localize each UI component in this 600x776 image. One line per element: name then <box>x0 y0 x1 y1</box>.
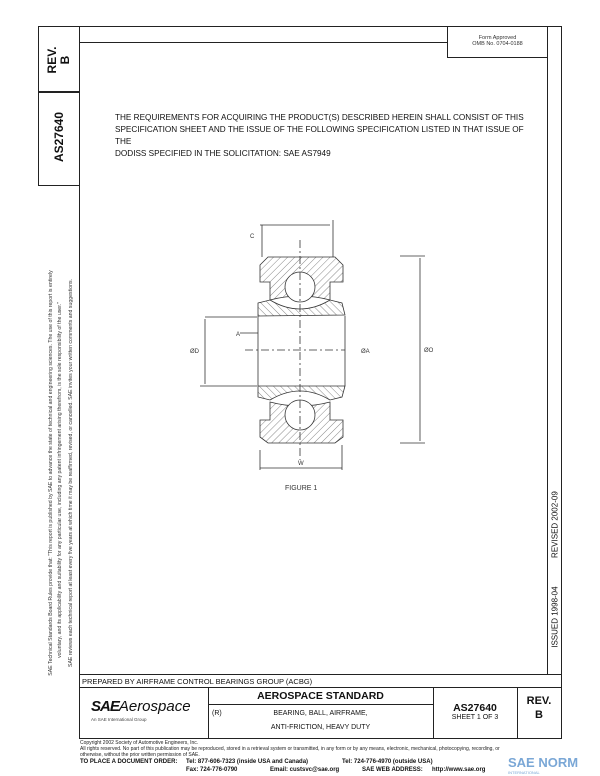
side-rev-value: B <box>58 55 72 65</box>
form-approved-line1: Form Approved <box>478 35 517 41</box>
standard-heading: AEROSPACE STANDARD <box>257 690 384 702</box>
requirements-line: THE REQUIREMENTS FOR ACQUIRING THE PRODU… <box>115 113 524 122</box>
registered-mark: (R) <box>212 710 222 717</box>
label-c: C <box>250 234 255 240</box>
requirements-line: SPECIFICATION SHEET AND THE ISSUE OF THE… <box>115 125 524 146</box>
label-a: A <box>236 332 240 338</box>
rights-line-2: otherwise, without the prior written per… <box>80 752 200 758</box>
prepared-by: PREPARED BY AIRFRAME CONTROL BEARINGS GR… <box>82 677 313 686</box>
logo-tagline: An SAE International Group <box>91 717 147 722</box>
top-rule <box>79 42 448 43</box>
doc-number: AS27640 <box>453 702 497 714</box>
issued-date: ISSUED 1998-04 <box>550 586 560 648</box>
sae-logo: SAE <box>91 698 120 715</box>
email: Email: custsvc@sae.org <box>270 767 340 773</box>
tel-intl: Tel: 724-776-4970 (outside USA) <box>342 759 433 765</box>
label-left-dia: ØD <box>190 349 200 355</box>
figure-caption: FIGURE 1 <box>285 485 317 492</box>
requirements-text: THE REQUIREMENTS FOR ACQUIRING THE PRODU… <box>115 112 535 160</box>
rev-cell: REV. B <box>517 688 561 738</box>
bearing-drawing: C A ØD ØA ØO W FIGURE 1 <box>190 220 434 492</box>
copyright: Copyright 2002 Society of Automotive Eng… <box>80 740 199 746</box>
web-label: SAE WEB ADDRESS: <box>362 767 423 773</box>
order-label: TO PLACE A DOCUMENT ORDER: <box>80 759 178 765</box>
title-line-2: ANTI-FRICTION, HEAVY DUTY <box>270 724 371 731</box>
aerospace-logo: Aerospace <box>118 698 191 715</box>
side-docnum-box: AS27640 <box>38 91 80 186</box>
dates: ISSUED 1998-04 REVISED 2002-09 <box>551 475 560 665</box>
order-info: TO PLACE A DOCUMENT ORDER: Tel: 877-606-… <box>80 759 500 774</box>
tel-us: Tel: 877-606-7323 (inside USA and Canada… <box>186 759 309 765</box>
fax: Fax: 724-776-0790 <box>186 767 238 773</box>
title-line-1: BEARING, BALL, AIRFRAME, <box>273 710 368 717</box>
prepared-row: PREPARED BY AIRFRAME CONTROL BEARINGS GR… <box>79 674 562 688</box>
standard-heading-cell: AEROSPACE STANDARD <box>208 688 434 705</box>
form-approved-line2: OMB No. 0704-0188 <box>472 41 523 47</box>
title-block <box>79 687 562 739</box>
revised-date: REVISED 2002-09 <box>550 491 560 558</box>
side-note-2: voluntary, and its applicability and sui… <box>57 302 63 658</box>
label-right-dia: ØO <box>424 348 434 354</box>
inner-ring-top <box>257 299 346 317</box>
side-rev-box: REV. B <box>38 26 80 93</box>
rights-line-1: All rights reserved. No part of this pub… <box>80 746 500 752</box>
label-w: W <box>298 461 304 467</box>
inner-ring-bottom <box>257 385 346 401</box>
footer: Copyright 2002 Society of Automotive Eng… <box>80 740 560 758</box>
rev-label: REV. <box>526 695 552 707</box>
logo-cell: SAEAerospace An SAE International Group <box>79 688 209 738</box>
title-cell: (R) BEARING, BALL, AIRFRAME, ANTI-FRICTI… <box>208 705 434 738</box>
sae-norm-watermark: SAE NORM <box>508 756 578 769</box>
side-doc-number: AS27640 <box>52 111 66 163</box>
rev-value: B <box>535 709 543 721</box>
requirements-line: DODISS SPECIFIED IN THE SOLICITATION: SA… <box>115 149 331 158</box>
side-note-1: SAE Technical Standards Board Rules prov… <box>48 270 54 676</box>
watermark-sub: INTERNATIONAL <box>508 770 540 775</box>
watermark-text: SAE NORM <box>508 755 579 770</box>
label-mid-dia: ØA <box>361 349 370 355</box>
sheet-number: SHEET 1 OF 3 <box>451 714 499 721</box>
web-link[interactable]: http://www.sae.org <box>432 767 486 773</box>
docnum-cell: AS27640 SHEET 1 OF 3 <box>433 688 518 738</box>
right-column-rule <box>547 57 548 674</box>
side-note-3: SAE reviews each technical report at lea… <box>68 279 74 667</box>
form-approved-box: Form Approved OMB No. 0704-0188 <box>447 26 548 58</box>
